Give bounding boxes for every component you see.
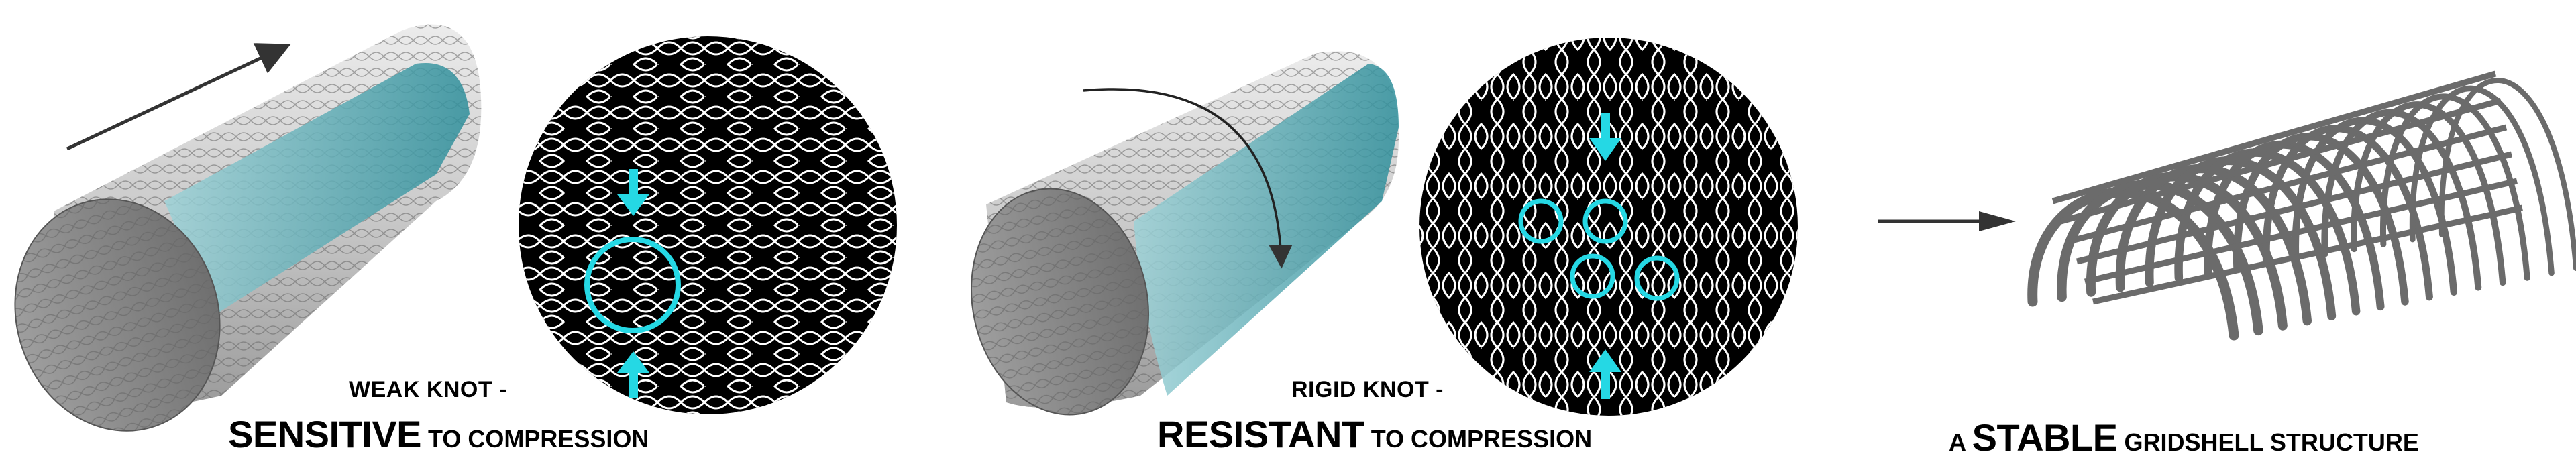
knot-highlight-3 [1570, 253, 1615, 299]
knot-highlight-4 [1634, 255, 1680, 301]
knot-highlight-2 [1582, 198, 1628, 244]
rigid-knot-detail-circle [1419, 38, 1798, 416]
weak-knot-highlight [584, 237, 681, 333]
stable-emphasis: STABLE [1972, 416, 2118, 459]
rigid-knot-cylinder [971, 51, 1399, 416]
stable-gridshell-structure [2027, 70, 2576, 341]
weak-knot-caption: SENSITIVE TO COMPRESSION [228, 412, 649, 456]
result-arrow [1878, 211, 2016, 231]
rotation-arrow [1083, 88, 1293, 269]
gridshell-lattice-member [2092, 204, 2523, 305]
resistant-emphasis: RESISTANT [1157, 413, 1364, 455]
gridshell-rib [2409, 85, 2555, 276]
rigid-knot-caption: RESISTANT TO COMPRESSION [1157, 412, 1592, 456]
weak-knot-label: WEAK KNOT - [349, 377, 507, 402]
stable-caption-rest: GRIDSHELL STRUCTURE [2117, 428, 2419, 456]
weak-knot-detail-circle [519, 36, 897, 414]
sensitive-emphasis: SENSITIVE [228, 413, 422, 455]
stable-structure-caption: A STABLE GRIDSHELL STRUCTURE [1949, 416, 2419, 459]
gridshell-lattice-member [2084, 178, 2518, 285]
compression-arrow-down [1589, 113, 1621, 161]
weak-caption-rest: TO COMPRESSION [421, 425, 649, 453]
stable-caption-prefix: A [1949, 428, 1972, 456]
compression-arrow-up [617, 351, 649, 398]
teal-knot-strip [164, 62, 470, 316]
teal-knot-band [1134, 64, 1399, 396]
gridshell-lattice-member [2059, 97, 2502, 225]
gridshell-lattice-member [2076, 151, 2513, 265]
weak-knot-cylinder [14, 24, 482, 432]
rigid-knot-label: RIGID KNOT - [1291, 377, 1444, 402]
gridshell-lattice-member [2051, 70, 2497, 204]
gridshell-rib [2438, 78, 2576, 271]
tension-arrow [66, 43, 291, 151]
gridshell-lattice-member [2068, 124, 2508, 245]
compression-arrow-up [1589, 349, 1621, 399]
rigid-caption-rest: TO COMPRESSION [1364, 425, 1593, 453]
knot-highlight-1 [1518, 198, 1564, 244]
compression-arrow-down [617, 169, 649, 216]
